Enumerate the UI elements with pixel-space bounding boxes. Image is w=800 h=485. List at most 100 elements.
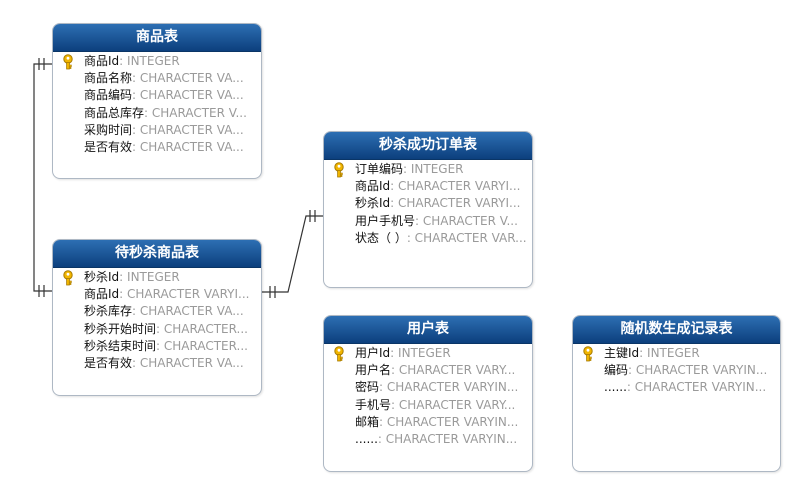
field-type: : CHARACTER VARYIN... (377, 431, 518, 446)
table-field[interactable]: 手机号: CHARACTER VARY... (324, 397, 532, 414)
field-type: : CHARACTER... (156, 338, 248, 353)
field-name: 商品Id (84, 287, 120, 302)
field-type: : CHARACTER VARY... (391, 397, 516, 412)
table-field[interactable]: 用户名: CHARACTER VARY... (324, 362, 532, 379)
field-type: : CHARACTER VARYIN... (379, 414, 519, 429)
table-field[interactable]: 是否有效: CHARACTER VA... (53, 139, 261, 156)
table-field[interactable]: 采购时间: CHARACTER VA... (53, 122, 261, 139)
primary-key-icon (60, 54, 76, 70)
field-type: : INTEGER (403, 162, 464, 176)
table-title: 秒杀成功订单表 (324, 132, 532, 160)
field-type: : CHARACTER VA... (132, 88, 244, 103)
field-name: 秒杀结束时间 (84, 338, 157, 353)
field-type: : CHARACTER VA... (132, 122, 244, 137)
field-type: : CHARACTER VA... (132, 304, 244, 319)
table-field[interactable]: 商品编码: CHARACTER VA... (53, 87, 261, 104)
table-field[interactable]: 秒杀开始时间: CHARACTER... (53, 321, 261, 338)
field-name: 秒杀库存 (84, 304, 133, 319)
field-type: : CHARACTER VA... (132, 355, 244, 370)
table-title: 随机数生成记录表 (573, 316, 780, 344)
primary-key-field[interactable]: 秒杀Id: INTEGER (53, 269, 261, 286)
table-field[interactable]: 商品总库存: CHARACTER V... (53, 105, 261, 122)
field-name: 采购时间 (84, 122, 133, 137)
primary-key-icon (60, 270, 76, 286)
field-type: : CHARACTER... (156, 321, 248, 336)
field-name: 密码 (355, 380, 380, 395)
table-field[interactable]: 商品Id: CHARACTER VARYI... (53, 286, 261, 303)
table-field[interactable]: 是否有效: CHARACTER VA... (53, 355, 261, 372)
table-field[interactable]: ......: CHARACTER VARYIN... (573, 379, 780, 396)
field-type: : INTEGER (390, 346, 451, 360)
field-name: 编码 (604, 363, 629, 378)
primary-key-icon (331, 346, 347, 362)
table-field[interactable]: 商品名称: CHARACTER VA... (53, 70, 261, 87)
field-type: : CHARACTER VARYIN... (626, 380, 767, 395)
field-type: : CHARACTER VARYI... (119, 287, 250, 302)
field-type: : INTEGER (639, 346, 700, 360)
primary-key-field[interactable]: 主键Id: INTEGER (573, 345, 780, 362)
field-name: 手机号 (355, 397, 392, 412)
table-field[interactable]: 编码: CHARACTER VARYIN... (573, 362, 780, 379)
field-name: 是否有效 (84, 139, 133, 154)
field-name: 用户名 (355, 363, 392, 378)
field-type: : CHARACTER VARYI... (390, 179, 521, 194)
table-field[interactable]: 状态（ ）: CHARACTER VAR... (324, 230, 532, 247)
field-name: 商品名称 (84, 71, 133, 86)
field-type: : CHARACTER V... (144, 105, 247, 120)
field-name: 秒杀Id (84, 270, 120, 284)
field-name: 商品总库存 (84, 105, 145, 120)
field-name: 状态（ ） (355, 230, 407, 245)
table-field[interactable]: ......: CHARACTER VARYIN... (324, 431, 532, 448)
field-name: 是否有效 (84, 355, 133, 370)
relationship-goods-seckill (33, 63, 52, 292)
table-field[interactable]: 密码: CHARACTER VARYIN... (324, 379, 532, 396)
field-type: : CHARACTER VARYIN... (379, 380, 519, 395)
primary-key-field[interactable]: 用户Id: INTEGER (324, 345, 532, 362)
field-type: : INTEGER (119, 270, 180, 284)
field-type: : CHARACTER VA... (132, 139, 244, 154)
field-type: : INTEGER (119, 54, 180, 68)
field-type: : CHARACTER V... (415, 213, 518, 228)
table-field[interactable]: 秒杀结束时间: CHARACTER... (53, 338, 261, 355)
field-type: : CHARACTER VARYI... (390, 196, 521, 211)
primary-key-field[interactable]: 商品Id: INTEGER (53, 53, 261, 70)
table-title: 用户表 (324, 316, 532, 344)
table-title: 待秒杀商品表 (53, 240, 261, 268)
field-name: 商品Id (355, 179, 391, 194)
field-type: : CHARACTER VARYIN... (628, 363, 768, 378)
table-field[interactable]: 秒杀库存: CHARACTER VA... (53, 303, 261, 320)
field-name: 邮箱 (355, 414, 380, 429)
field-name: ...... (604, 380, 627, 395)
field-name: 主键Id (604, 346, 640, 360)
primary-key-icon (580, 346, 596, 362)
table-field[interactable]: 邮箱: CHARACTER VARYIN... (324, 414, 532, 431)
field-type: : CHARACTER VA... (132, 71, 244, 86)
field-name: 秒杀开始时间 (84, 321, 157, 336)
field-name: 秒杀Id (355, 196, 391, 211)
field-name: 订单编码 (355, 162, 404, 176)
primary-key-field[interactable]: 订单编码: INTEGER (324, 161, 532, 178)
field-name: 商品编码 (84, 88, 133, 103)
relationship-seckill-orders (262, 215, 323, 293)
field-name: ...... (355, 431, 378, 446)
table-field[interactable]: 秒杀Id: CHARACTER VARYI... (324, 195, 532, 212)
table-field[interactable]: 商品Id: CHARACTER VARYI... (324, 178, 532, 195)
table-title: 商品表 (53, 24, 261, 52)
field-type: : CHARACTER VARY... (391, 363, 516, 378)
field-name: 用户手机号 (355, 213, 416, 228)
field-name: 商品Id (84, 54, 120, 68)
primary-key-icon (331, 162, 347, 178)
table-field[interactable]: 用户手机号: CHARACTER V... (324, 213, 532, 230)
